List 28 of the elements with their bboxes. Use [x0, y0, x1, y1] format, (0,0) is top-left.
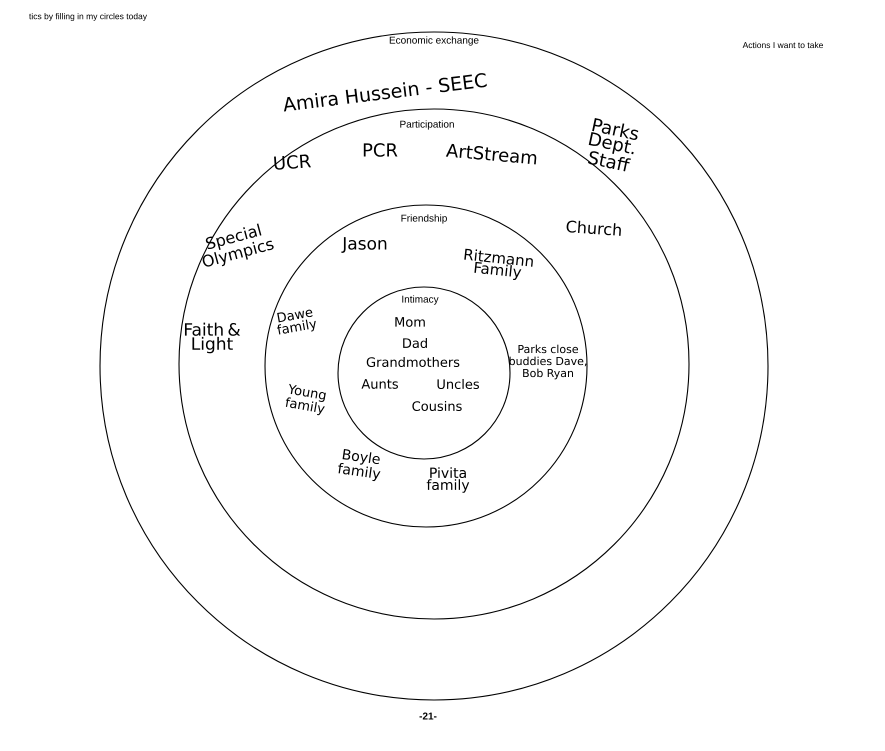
ring-heading: Intimacy [402, 295, 439, 305]
handwritten-note: ArtStream [446, 144, 536, 164]
handwritten-note: Grandmothers [366, 356, 460, 368]
handwritten-note: Parks close buddies Dave, Bob Ryan [510, 344, 586, 380]
handwritten-note: PCR [364, 143, 398, 157]
ring-heading: Economic exchange [390, 36, 479, 46]
ring-heading: Friendship [401, 214, 447, 224]
handwritten-note: Church [566, 220, 621, 236]
handwritten-note: Parks Dept. Staff [588, 118, 638, 172]
handwritten-note: Amira Hussein - SEEC [284, 73, 487, 112]
handwritten-note: Faith & Light [184, 322, 240, 354]
handwritten-note: Young family [286, 384, 326, 416]
handwritten-note: Boyle family [338, 448, 381, 482]
handwritten-note: Aunts [361, 379, 398, 389]
instruction-text: Actions I want to take [742, 42, 823, 48]
handwritten-note: Mom [395, 317, 425, 327]
handwritten-note: Pivita family [426, 467, 470, 493]
handwritten-note: Dawe family [276, 310, 316, 334]
handwritten-note: UCR [274, 154, 312, 170]
handwritten-note: Special Olympics [202, 223, 274, 267]
handwritten-note: Dad [403, 338, 427, 348]
instruction-text: tics by filling in my circles today [29, 13, 147, 21]
page-number: -21- [420, 712, 436, 720]
handwritten-note: Jason [341, 237, 386, 253]
handwritten-note: Cousins [412, 400, 462, 412]
handwritten-note: Ritzmann Family [464, 248, 533, 280]
ring-heading: Participation [400, 120, 454, 130]
handwritten-note: Uncles [438, 378, 480, 390]
